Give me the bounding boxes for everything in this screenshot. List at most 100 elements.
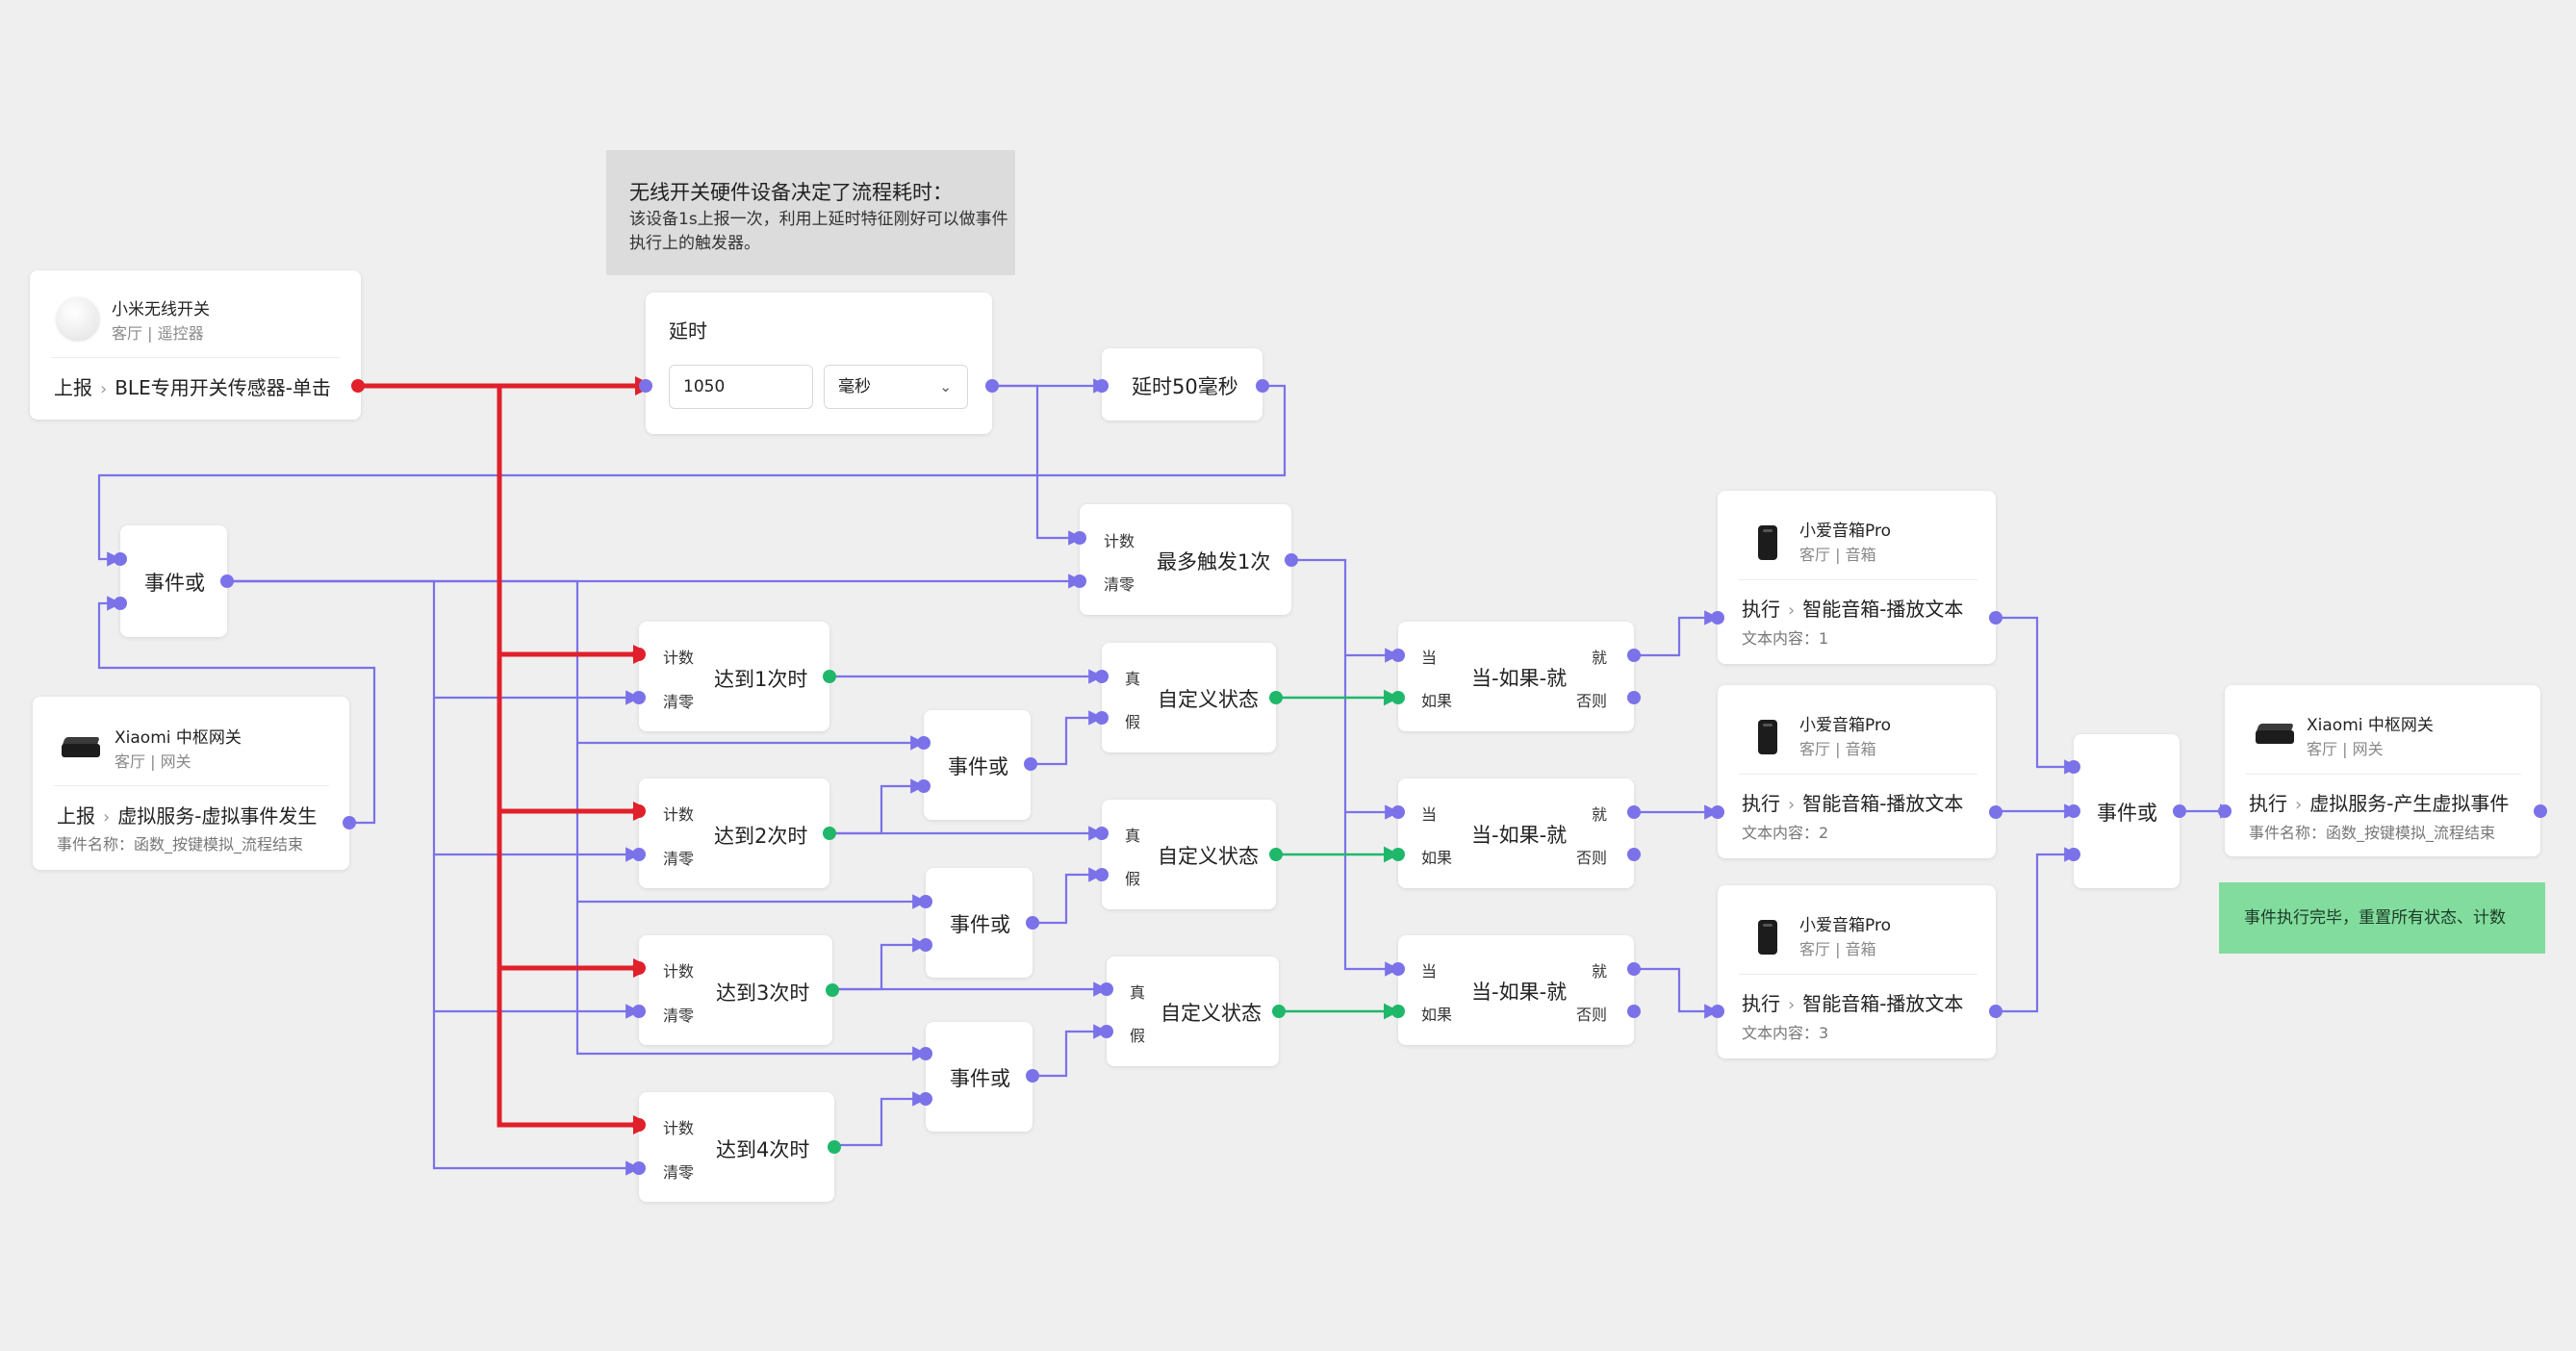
reset-input-port[interactable]	[1073, 574, 1086, 588]
true-port-label: 真	[1125, 827, 1141, 845]
input-port-2[interactable]	[917, 779, 931, 793]
output-port[interactable]	[220, 574, 234, 588]
condition-node-3[interactable]: 当 如果 当-如果-就 就 否则	[1391, 935, 1641, 1045]
input-port-2[interactable]	[114, 597, 127, 610]
output-port[interactable]	[828, 1140, 841, 1154]
event-or-node-1[interactable]: 事件或	[917, 710, 1037, 820]
output-port[interactable]	[1272, 1005, 1286, 1018]
else-output-port[interactable]	[1627, 848, 1641, 861]
speaker-node-1[interactable]: 小爱音箱Pro 客厅 | 音箱 执行›智能音箱-播放文本 文本内容：1	[1711, 491, 2002, 664]
gateway-execute-node[interactable]: Xiaomi 中枢网关 客厅 | 网关 执行›虚拟服务-产生虚拟事件 事件名称：…	[2218, 685, 2547, 856]
reset-input-port[interactable]	[632, 1161, 646, 1175]
event-or-node-3[interactable]: 事件或	[919, 1022, 1039, 1132]
input-port-3[interactable]	[2067, 848, 2080, 861]
input-port[interactable]	[1711, 1005, 1724, 1018]
custom-state-node-1[interactable]: 真 假 自定义状态	[1095, 643, 1283, 752]
input-port-2[interactable]	[919, 1092, 932, 1106]
output-port[interactable]	[1269, 848, 1283, 861]
node-title: 延时50毫秒	[1132, 375, 1238, 398]
node-title: 自定义状态	[1158, 688, 1259, 711]
count-input-port[interactable]	[632, 961, 646, 975]
output-port[interactable]	[1256, 379, 1269, 393]
counter-node-3[interactable]: 计数 清零 达到3次时	[632, 935, 839, 1045]
output-port[interactable]	[1026, 916, 1039, 930]
counter-node-1[interactable]: 计数 清零 达到1次时	[632, 622, 836, 731]
condition-node-2[interactable]: 当 如果 当-如果-就 就 否则	[1391, 778, 1641, 888]
else-output-port[interactable]	[1627, 691, 1641, 704]
delay-unit-select[interactable]: 毫秒 ⌄	[824, 365, 968, 409]
count-input-port[interactable]	[632, 804, 646, 818]
custom-state-node-2[interactable]: 真 假 自定义状态	[1095, 800, 1283, 909]
true-input-port[interactable]	[1100, 982, 1113, 996]
input-port[interactable]	[639, 379, 652, 393]
delay-value-input[interactable]: 1050	[669, 365, 813, 409]
action-kind: 上报	[57, 804, 95, 828]
then-output-port[interactable]	[1627, 649, 1641, 662]
output-port[interactable]	[1285, 553, 1298, 567]
when-input-port[interactable]	[1391, 649, 1405, 662]
input-port-1[interactable]	[919, 1047, 932, 1060]
output-port[interactable]	[1989, 611, 2002, 625]
gateway-report-node[interactable]: Xiaomi 中枢网关 客厅 | 网关 上报›虚拟服务-虚拟事件发生 事件名称：…	[33, 697, 356, 870]
output-port[interactable]	[823, 827, 836, 840]
output-port[interactable]	[2173, 804, 2186, 818]
condition-node-1[interactable]: 当 如果 当-如果-就 就 否则	[1391, 622, 1641, 731]
output-port[interactable]	[985, 379, 999, 393]
output-port[interactable]	[2534, 804, 2547, 818]
input-port-1[interactable]	[919, 895, 932, 908]
input-port[interactable]	[1095, 379, 1109, 393]
speaker-node-3[interactable]: 小爱音箱Pro 客厅 | 音箱 执行›智能音箱-播放文本 文本内容：3	[1711, 885, 2002, 1058]
reset-input-port[interactable]	[632, 691, 646, 704]
input-port[interactable]	[1711, 611, 1724, 625]
divider	[2246, 774, 2521, 775]
input-port-2[interactable]	[2067, 804, 2080, 818]
true-input-port[interactable]	[1095, 670, 1109, 683]
false-input-port[interactable]	[1095, 711, 1109, 725]
true-input-port[interactable]	[1095, 827, 1109, 840]
event-or-node-main[interactable]: 事件或	[114, 525, 234, 637]
output-port[interactable]	[823, 670, 836, 683]
then-output-port[interactable]	[1627, 805, 1641, 819]
input-port-1[interactable]	[917, 736, 931, 750]
delay50-node[interactable]: 延时50毫秒	[1095, 348, 1269, 421]
counter-node-2[interactable]: 计数 清零 达到2次时	[632, 778, 836, 888]
reset-input-port[interactable]	[632, 848, 646, 861]
max-trigger-node[interactable]: 计数 清零 最多触发1次	[1073, 504, 1298, 615]
input-port[interactable]	[2218, 804, 2232, 818]
false-input-port[interactable]	[1100, 1025, 1113, 1038]
speaker-node-2[interactable]: 小爱音箱Pro 客厅 | 音箱 执行›智能音箱-播放文本 文本内容：2	[1711, 685, 2002, 858]
output-port[interactable]	[351, 379, 365, 393]
output-port[interactable]	[1024, 757, 1037, 771]
output-port[interactable]	[826, 983, 839, 997]
delay-node[interactable]: 延时 1050 毫秒 ⌄	[639, 293, 999, 434]
when-input-port[interactable]	[1391, 805, 1405, 819]
wire-switch-to-counter3	[497, 811, 652, 978]
input-port-2[interactable]	[919, 938, 932, 952]
else-output-port[interactable]	[1627, 1005, 1641, 1018]
if-input-port[interactable]	[1391, 848, 1405, 861]
count-input-port[interactable]	[1073, 531, 1086, 545]
reset-input-port[interactable]	[632, 1005, 646, 1018]
switch-device-node[interactable]: 小米无线开关 客厅 | 遥控器 上报›BLE专用开关传感器-单击	[30, 270, 365, 420]
when-input-port[interactable]	[1391, 962, 1405, 976]
custom-state-node-3[interactable]: 真 假 自定义状态	[1100, 956, 1286, 1066]
output-port[interactable]	[343, 816, 356, 829]
count-input-port[interactable]	[632, 1118, 646, 1132]
if-input-port[interactable]	[1391, 1005, 1405, 1018]
wire-switch-to-counter4	[497, 968, 652, 1134]
input-port[interactable]	[1711, 805, 1724, 819]
output-port[interactable]	[1026, 1069, 1039, 1083]
output-port[interactable]	[1989, 1005, 2002, 1018]
divider	[1739, 974, 1977, 975]
input-port-1[interactable]	[114, 552, 127, 566]
input-port-1[interactable]	[2067, 760, 2080, 774]
false-input-port[interactable]	[1095, 868, 1109, 881]
event-or-node-2[interactable]: 事件或	[919, 868, 1039, 978]
event-or-node-final[interactable]: 事件或	[2067, 734, 2186, 888]
then-output-port[interactable]	[1627, 962, 1641, 976]
counter-node-4[interactable]: 计数 清零 达到4次时	[632, 1092, 841, 1202]
if-input-port[interactable]	[1391, 691, 1405, 704]
output-port[interactable]	[1269, 691, 1283, 704]
count-input-port[interactable]	[632, 648, 646, 661]
output-port[interactable]	[1989, 805, 2002, 819]
